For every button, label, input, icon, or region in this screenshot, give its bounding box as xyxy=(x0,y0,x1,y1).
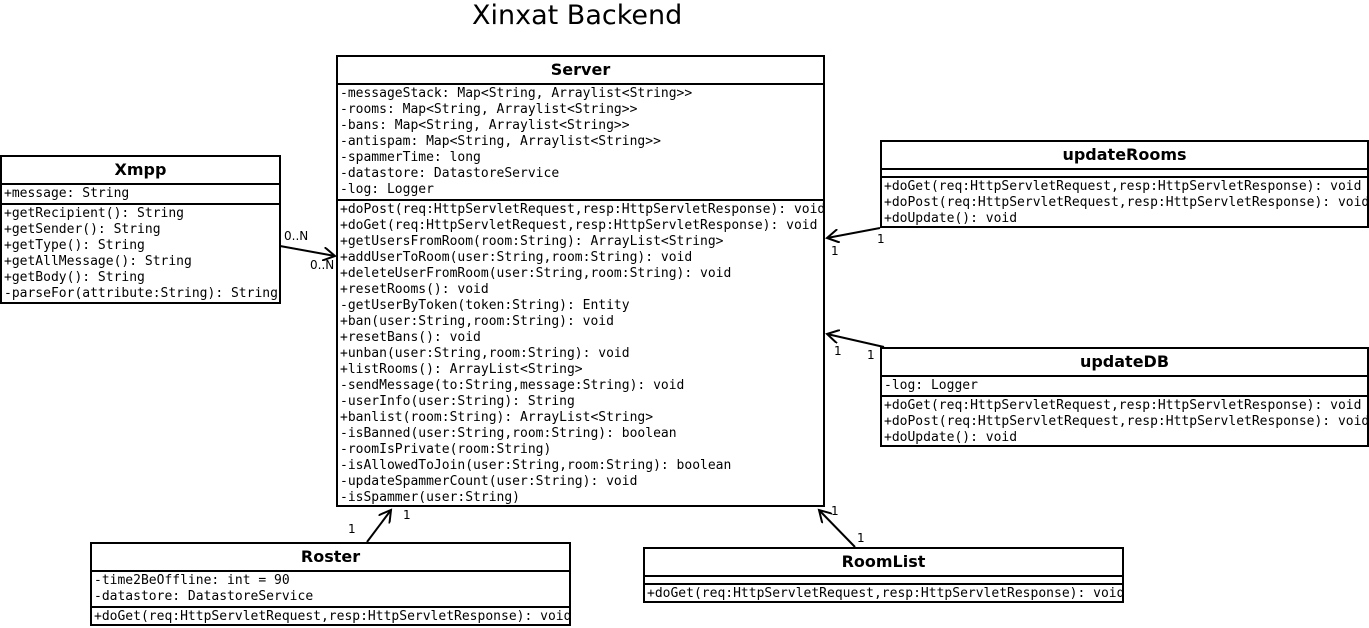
updaterooms-method: +doUpdate(): void xyxy=(884,211,1018,226)
updaterooms-method: +doPost(req:HttpServletRequest,resp:Http… xyxy=(884,195,1369,210)
roster-attribute: -datastore: DatastoreService xyxy=(94,589,314,604)
xmpp-attribute: +message: String xyxy=(4,186,130,201)
multiplicity-xmpp-source: 0..N xyxy=(284,229,309,243)
class-roster-attributes: -time2BeOffline: int = 90 -datastore: Da… xyxy=(92,572,569,608)
class-updatedb[interactable]: updateDB -log: Logger +doGet(req:HttpSer… xyxy=(880,347,1369,447)
multiplicity-updatedb-target: 1 xyxy=(834,344,842,358)
class-roomlist[interactable]: RoomList +doGet(req:HttpServletRequest,r… xyxy=(643,547,1124,603)
xmpp-method: -parseFor(attribute:String): String xyxy=(4,286,278,301)
roster-attribute: -time2BeOffline: int = 90 xyxy=(94,573,290,588)
updaterooms-method: +doGet(req:HttpServletRequest,resp:HttpS… xyxy=(884,179,1362,194)
server-method: +unban(user:String,room:String): void xyxy=(340,346,630,361)
class-xmpp[interactable]: Xmpp +message: String +getRecipient(): S… xyxy=(0,155,281,304)
multiplicity-updaterooms-source: 1 xyxy=(877,232,885,246)
server-attribute: -bans: Map<String, Arraylist<String>> xyxy=(340,118,630,133)
server-method: +resetRooms(): void xyxy=(340,282,489,297)
class-server[interactable]: Server -messageStack: Map<String, Arrayl… xyxy=(336,55,825,507)
server-attribute: -spammerTime: long xyxy=(340,150,481,165)
server-attribute: -messageStack: Map<String, Arraylist<Str… xyxy=(340,86,693,101)
xmpp-server-association xyxy=(279,245,335,256)
roster-server-association xyxy=(366,510,391,543)
class-updatedb-name: updateDB xyxy=(882,349,1367,377)
server-method: +getUsersFromRoom(room:String): ArrayLis… xyxy=(340,234,724,249)
server-method: +doPost(req:HttpServletRequest,resp:Http… xyxy=(340,202,826,217)
server-method: +doGet(req:HttpServletRequest,resp:HttpS… xyxy=(340,218,818,233)
server-method: -isSpammer(user:String) xyxy=(340,490,521,505)
multiplicity-xmpp-target: 0..N xyxy=(310,258,335,272)
class-updatedb-attributes: -log: Logger xyxy=(882,377,1367,397)
class-xmpp-attributes: +message: String xyxy=(2,185,279,205)
server-method: -isAllowedToJoin(user:String,room:String… xyxy=(340,458,732,473)
xmpp-method: +getType(): String xyxy=(4,238,145,253)
updatedb-method: +doGet(req:HttpServletRequest,resp:HttpS… xyxy=(884,398,1362,413)
class-server-name: Server xyxy=(338,57,823,85)
server-attribute: -antispam: Map<String, Arraylist<String>… xyxy=(340,134,661,149)
xmpp-method: +getSender(): String xyxy=(4,222,161,237)
server-method: -isBanned(user:String,room:String): bool… xyxy=(340,426,677,441)
updatedb-attribute: -log: Logger xyxy=(884,378,978,393)
xmpp-method: +getBody(): String xyxy=(4,270,145,285)
server-method: -getUserByToken(token:String): Entity xyxy=(340,298,630,313)
roomlist-method: +doGet(req:HttpServletRequest,resp:HttpS… xyxy=(647,586,1124,601)
server-attribute: -log: Logger xyxy=(340,182,434,197)
multiplicity-roster-target: 1 xyxy=(403,508,411,522)
updatedb-method: +doUpdate(): void xyxy=(884,430,1018,445)
class-updaterooms-name: updateRooms xyxy=(882,142,1367,170)
updatedb-server-association xyxy=(827,334,885,348)
server-method: +resetBans(): void xyxy=(340,330,481,345)
class-server-methods: +doPost(req:HttpServletRequest,resp:Http… xyxy=(338,201,826,507)
class-updaterooms-attributes xyxy=(882,170,1367,178)
class-roomlist-methods: +doGet(req:HttpServletRequest,resp:HttpS… xyxy=(645,585,1124,601)
server-method: +deleteUserFromRoom(user:String,room:Str… xyxy=(340,266,732,281)
server-method: -sendMessage(to:String,message:String): … xyxy=(340,378,685,393)
server-method: -updateSpammerCount(user:String): void xyxy=(340,474,638,489)
roomlist-server-association xyxy=(819,510,856,548)
server-method: +banlist(room:String): ArrayList<String> xyxy=(340,410,654,425)
server-attribute: -datastore: DatastoreService xyxy=(340,166,560,181)
class-roster[interactable]: Roster -time2BeOffline: int = 90 -datast… xyxy=(90,542,571,626)
multiplicity-roomlist-source: 1 xyxy=(857,531,865,545)
class-server-attributes: -messageStack: Map<String, Arraylist<Str… xyxy=(338,85,823,201)
server-method: -userInfo(user:String): String xyxy=(340,394,575,409)
class-updatedb-methods: +doGet(req:HttpServletRequest,resp:HttpS… xyxy=(882,397,1369,445)
class-xmpp-methods: +getRecipient(): String +getSender(): St… xyxy=(2,205,279,303)
multiplicity-updatedb-source: 1 xyxy=(867,348,875,362)
multiplicity-roomlist-target: 1 xyxy=(831,504,839,518)
server-method: -roomIsPrivate(room:String) xyxy=(340,442,552,457)
server-method: +addUserToRoom(user:String,room:String):… xyxy=(340,250,693,265)
xmpp-method: +getAllMessage(): String xyxy=(4,254,192,269)
class-roomlist-attributes xyxy=(645,577,1122,585)
class-updaterooms[interactable]: updateRooms +doGet(req:HttpServletReques… xyxy=(880,140,1369,228)
updaterooms-server-association xyxy=(827,227,881,238)
server-method: +ban(user:String,room:String): void xyxy=(340,314,614,329)
multiplicity-updaterooms-target: 1 xyxy=(831,244,839,258)
class-roomlist-name: RoomList xyxy=(645,549,1122,577)
roster-method: +doGet(req:HttpServletRequest,resp:HttpS… xyxy=(94,609,571,624)
class-xmpp-name: Xmpp xyxy=(2,157,279,185)
class-roster-name: Roster xyxy=(92,544,569,572)
server-attribute: -rooms: Map<String, Arraylist<String>> xyxy=(340,102,638,117)
xmpp-method: +getRecipient(): String xyxy=(4,206,185,221)
updatedb-method: +doPost(req:HttpServletRequest,resp:Http… xyxy=(884,414,1369,429)
class-roster-methods: +doGet(req:HttpServletRequest,resp:HttpS… xyxy=(92,608,571,624)
server-method: +listRooms(): ArrayList<String> xyxy=(340,362,583,377)
multiplicity-roster-source: 1 xyxy=(348,522,356,536)
class-updaterooms-methods: +doGet(req:HttpServletRequest,resp:HttpS… xyxy=(882,178,1369,226)
diagram-title: Xinxat Backend xyxy=(472,0,683,31)
